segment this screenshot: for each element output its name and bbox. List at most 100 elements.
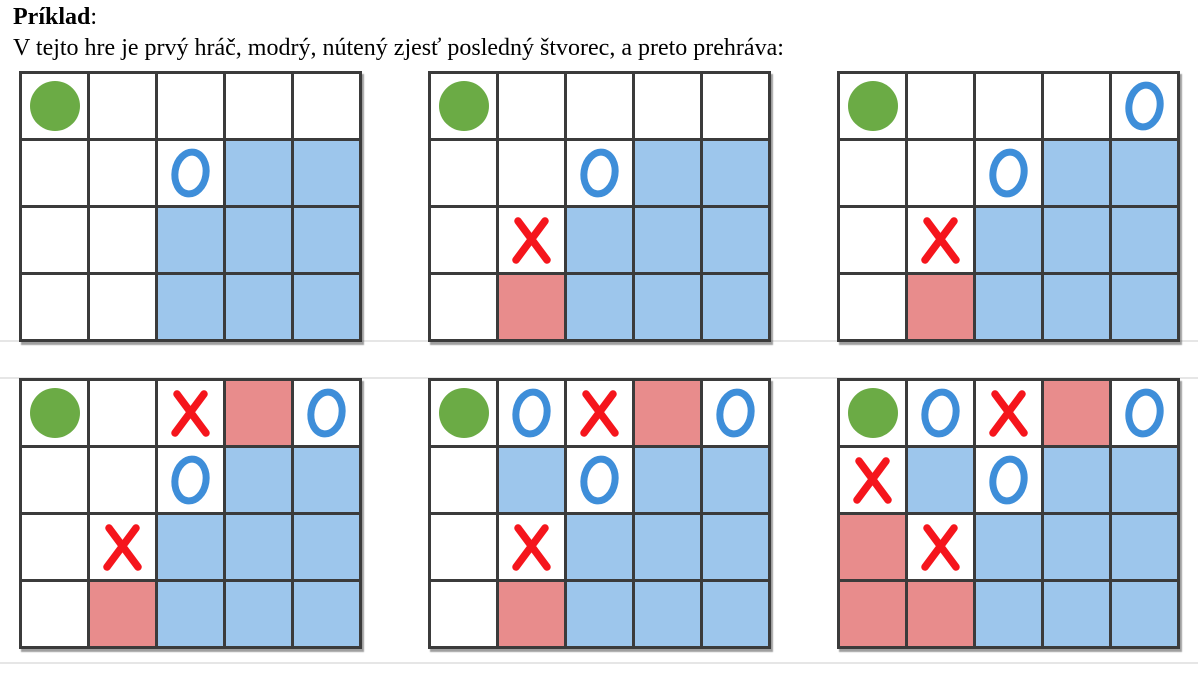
cell-eaten — [703, 582, 768, 646]
cell-empty — [22, 275, 87, 339]
blue-o-icon — [989, 455, 1028, 505]
cell-start — [431, 74, 496, 138]
blue-o-icon — [989, 148, 1028, 198]
cell-o-move — [567, 448, 632, 512]
cell-empty — [90, 448, 155, 512]
cell-eaten — [1112, 582, 1177, 646]
cell-eaten — [703, 448, 768, 512]
cell-just-eaten — [635, 381, 700, 445]
cell-start — [22, 381, 87, 445]
cell-start — [22, 74, 87, 138]
cell-empty — [22, 141, 87, 205]
cell-eaten — [976, 515, 1041, 579]
cell-empty — [90, 381, 155, 445]
cell-empty — [22, 448, 87, 512]
cell-start — [431, 381, 496, 445]
example-description: V tejto hre je prvý hráč, modrý, nútený … — [13, 35, 784, 61]
cell-empty — [1044, 74, 1109, 138]
cell-eaten — [294, 141, 359, 205]
red-x-icon — [171, 389, 210, 437]
green-dot-icon — [438, 388, 489, 438]
cell-eaten — [158, 275, 223, 339]
table-bottom-border-line — [0, 662, 1198, 664]
game-board-5 — [428, 378, 771, 649]
cell-empty — [499, 141, 564, 205]
cell-eaten — [703, 275, 768, 339]
cell-eaten — [226, 208, 291, 272]
cell-x-move — [567, 381, 632, 445]
cell-o-move — [976, 141, 1041, 205]
cell-empty — [431, 141, 496, 205]
example-heading-label: Príklad — [13, 4, 91, 30]
cell-empty — [90, 208, 155, 272]
blue-o-icon — [716, 388, 755, 438]
cell-empty — [840, 141, 905, 205]
cell-eaten — [908, 448, 973, 512]
game-board-2 — [428, 71, 771, 342]
cell-just-eaten — [90, 582, 155, 646]
cell-o-move — [499, 381, 564, 445]
cell-empty — [90, 275, 155, 339]
red-x-icon — [580, 389, 619, 437]
cell-empty — [22, 515, 87, 579]
cell-o-move — [703, 381, 768, 445]
cell-o-move — [976, 448, 1041, 512]
cell-empty — [294, 74, 359, 138]
cell-empty — [158, 74, 223, 138]
cell-eaten — [1044, 208, 1109, 272]
cell-eaten — [1044, 141, 1109, 205]
cell-eaten — [158, 515, 223, 579]
cell-eaten — [635, 582, 700, 646]
cell-empty — [431, 582, 496, 646]
cell-just-eaten — [1044, 381, 1109, 445]
cell-eaten — [158, 208, 223, 272]
cell-just-eaten — [908, 582, 973, 646]
cell-empty — [90, 74, 155, 138]
cell-eaten — [294, 208, 359, 272]
example-heading-colon: : — [90, 4, 98, 30]
cell-just-eaten — [226, 381, 291, 445]
cell-empty — [431, 275, 496, 339]
red-x-icon — [853, 456, 892, 504]
cell-empty — [635, 74, 700, 138]
cell-empty — [840, 208, 905, 272]
cell-eaten — [294, 582, 359, 646]
cell-eaten — [226, 275, 291, 339]
green-dot-icon — [29, 388, 80, 438]
red-x-icon — [512, 216, 551, 264]
blue-o-icon — [512, 388, 551, 438]
cell-x-move — [976, 381, 1041, 445]
cell-eaten — [1112, 515, 1177, 579]
cell-x-move — [499, 515, 564, 579]
cell-o-move — [158, 141, 223, 205]
cell-empty — [22, 582, 87, 646]
cell-eaten — [567, 582, 632, 646]
cell-x-move — [499, 208, 564, 272]
cell-o-move — [294, 381, 359, 445]
green-dot-icon — [847, 388, 898, 438]
cell-eaten — [226, 515, 291, 579]
cell-eaten — [635, 275, 700, 339]
cell-empty — [431, 448, 496, 512]
cell-empty — [976, 74, 1041, 138]
cell-empty — [840, 275, 905, 339]
cell-empty — [226, 74, 291, 138]
blue-o-icon — [1125, 388, 1164, 438]
cell-x-move — [840, 448, 905, 512]
cell-empty — [431, 208, 496, 272]
cell-eaten — [1112, 448, 1177, 512]
blue-o-icon — [580, 148, 619, 198]
cell-eaten — [226, 141, 291, 205]
cell-just-eaten — [908, 275, 973, 339]
cell-eaten — [226, 582, 291, 646]
cell-o-move — [567, 141, 632, 205]
example-heading: Príklad: — [13, 2, 97, 32]
cell-empty — [908, 141, 973, 205]
cell-eaten — [567, 275, 632, 339]
red-x-icon — [921, 216, 960, 264]
green-dot-icon — [847, 81, 898, 131]
cell-just-eaten — [499, 582, 564, 646]
cell-o-move — [1112, 381, 1177, 445]
cell-eaten — [635, 208, 700, 272]
